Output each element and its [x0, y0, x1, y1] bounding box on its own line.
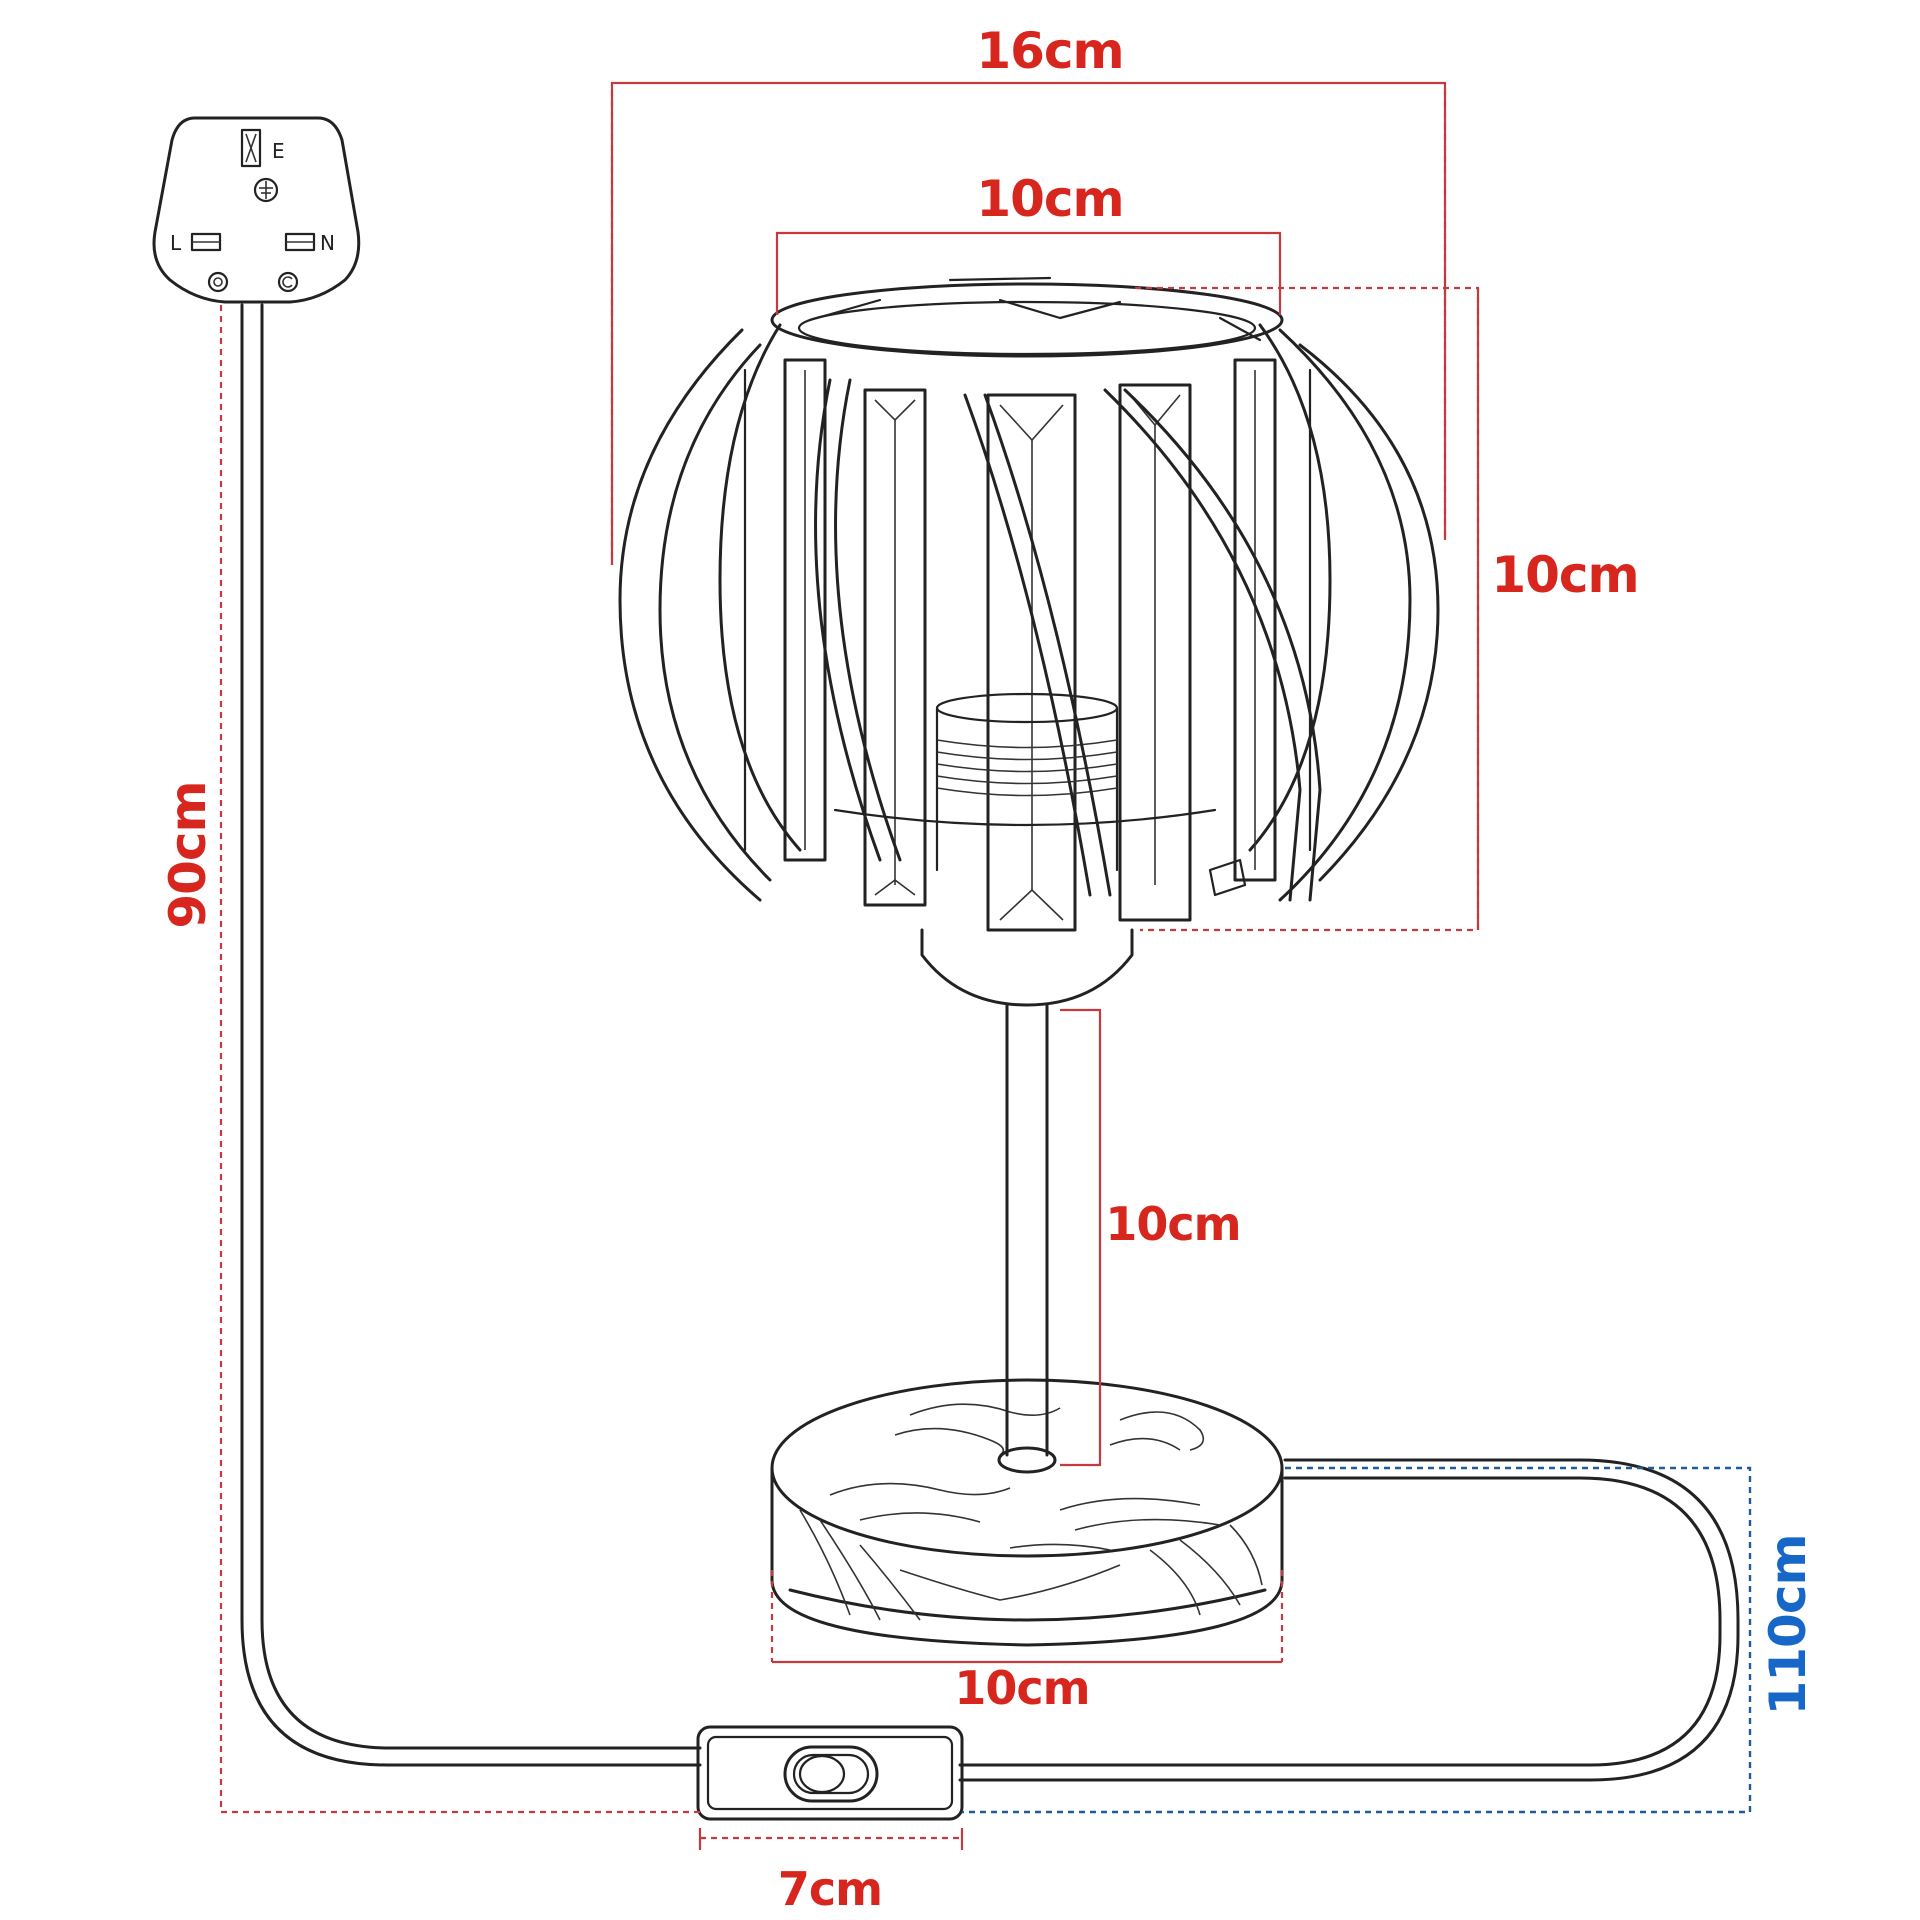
live-pin-label: L [170, 231, 182, 255]
crystal-prism [783, 358, 827, 862]
wooden-base [770, 1378, 1284, 1647]
uk-plug: E L N [152, 116, 361, 304]
cable-to-lamp-label: 110cm [1759, 1534, 1817, 1715]
stem-height-label: 10cm [1105, 1197, 1240, 1251]
dimension-lines [219, 81, 1752, 1850]
power-cable [240, 303, 1740, 1782]
crystal-prism [1118, 383, 1192, 922]
earth-pin-label: E [272, 139, 285, 163]
switch-width-label: 7cm [778, 1862, 882, 1916]
shade-height-label: 10cm [1491, 546, 1638, 604]
crystal-cage-shade [618, 276, 1440, 932]
bulb-holder [935, 692, 1119, 872]
inline-switch [696, 1725, 964, 1821]
shade-top-width-label: 10cm [976, 170, 1123, 228]
crystal-prism [986, 393, 1077, 932]
crystal-prism [1233, 358, 1277, 882]
lamp-stem [920, 928, 1134, 1457]
crystal-prism [863, 388, 927, 907]
shade-outer-width-label: 16cm [976, 22, 1123, 80]
base-width-label: 10cm [954, 1661, 1089, 1715]
cable-to-plug-label: 90cm [159, 781, 217, 928]
neutral-pin-label: N [320, 231, 335, 255]
